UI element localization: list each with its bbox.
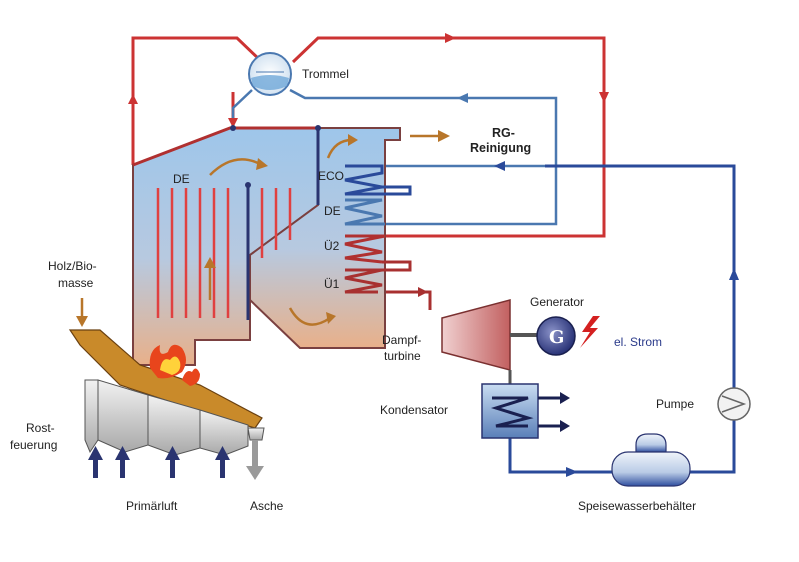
superheater-outlet-pipe — [378, 290, 432, 310]
generator-label: Generator — [530, 295, 584, 309]
strom-label: el. Strom — [614, 335, 662, 349]
rg-label-line2: Reinigung — [470, 141, 531, 155]
kondensator-label: Kondensator — [380, 403, 448, 417]
ue2-label: Ü2 — [324, 239, 340, 253]
steam-turbine — [441, 299, 537, 384]
ue1-label: Ü1 — [324, 277, 340, 291]
generator: G — [536, 316, 576, 356]
arrow-down-drum — [228, 118, 238, 128]
generator-letter: G — [549, 327, 564, 348]
ue1-coil — [344, 268, 383, 294]
lightning-icon — [580, 316, 600, 348]
rost-label-line2: feuerung — [10, 438, 57, 452]
primary-air-arrows — [88, 446, 230, 478]
eco-label: ECO — [318, 169, 344, 183]
ue2-coil — [344, 234, 386, 264]
primaerluft-label: Primärluft — [126, 499, 178, 513]
flue-gas-arrows — [204, 130, 450, 326]
dampf-label-line2: turbine — [384, 349, 421, 363]
arrow-right-top — [445, 33, 456, 43]
speisewasser-label: Speisewasserbehälter — [578, 499, 696, 513]
arrow-left-feed — [494, 161, 505, 171]
rost-label-line1: Rost- — [26, 421, 55, 435]
eco-coil — [344, 164, 384, 196]
pumpe-label: Pumpe — [656, 397, 694, 411]
holz-label-line1: Holz/Bio- — [48, 259, 97, 273]
pump — [717, 387, 751, 421]
drum — [248, 52, 292, 96]
holz-label-line2: masse — [58, 276, 94, 290]
arrow-right-feed — [566, 467, 578, 477]
pipe-flow-arrows — [128, 33, 739, 477]
condenser — [481, 383, 570, 439]
arrow-right-turbine — [418, 287, 428, 297]
arrow-up-left-riser — [128, 94, 138, 104]
heat-exchanger-coils — [344, 164, 412, 294]
grate — [68, 329, 265, 456]
fuel-feed-arrow — [76, 298, 88, 327]
dampf-label-line1: Dampf- — [382, 333, 421, 347]
arrow-left-blue — [457, 93, 468, 103]
arrow-down-right — [599, 92, 609, 103]
feedwater-tank — [611, 433, 691, 487]
furnace-tubes — [156, 188, 292, 318]
de-coil — [344, 198, 385, 226]
asche-label: Asche — [250, 499, 284, 513]
de-hx-label: DE — [324, 204, 341, 218]
de-furnace-label: DE — [173, 172, 190, 186]
arrow-up-feed — [729, 268, 739, 280]
rg-label-line1: RG- — [492, 126, 515, 140]
ash-arrow — [246, 440, 264, 480]
trommel-label: Trommel — [302, 67, 349, 81]
